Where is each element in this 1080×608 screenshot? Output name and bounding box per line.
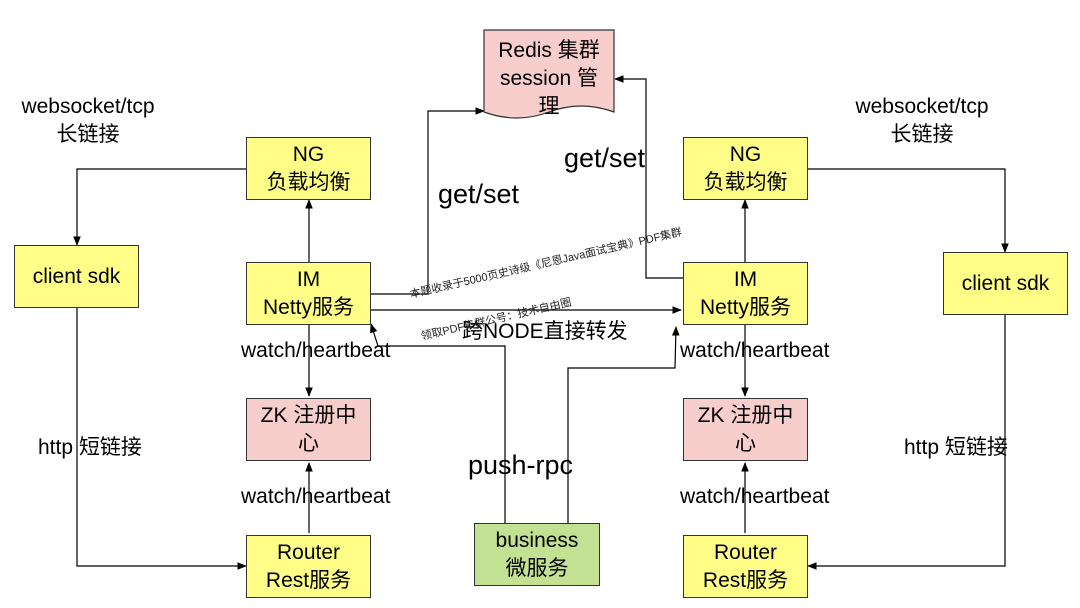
- im-right-node: IM Netty服务: [683, 262, 808, 325]
- getset-right-label: get/set: [564, 143, 646, 173]
- router-right-line2: Rest服务: [702, 568, 789, 592]
- edge-client-right-to-router-right: [807, 315, 1006, 570]
- router-left-node: Router Rest服务: [246, 535, 371, 598]
- router-left-line1: Router: [276, 540, 341, 564]
- redis-line3: 理: [538, 95, 560, 118]
- business-node: business 微服务: [474, 523, 600, 586]
- zk-right-node: ZK 注册中 心: [683, 398, 808, 461]
- http-right-label: http 短链接: [904, 436, 1008, 459]
- edge-business-to-im-left: [369, 323, 506, 523]
- edge-im-left-to-redis: [371, 107, 485, 295]
- ws-right-label: websocket/tcp 长链接: [834, 93, 1010, 149]
- redis-line2: session 管: [499, 67, 599, 90]
- ng-left-node: NG 负载均衡: [246, 137, 371, 200]
- im-right-line1: IM: [733, 267, 758, 291]
- watch-right-top-label: watch/heartbeat: [680, 339, 830, 362]
- watch-right-bottom-label: watch/heartbeat: [680, 485, 830, 508]
- router-left-line2: Rest服务: [265, 568, 352, 592]
- edge-ng-right-to-client-right: [807, 168, 1009, 253]
- edge-business-to-im-right: [567, 326, 680, 523]
- im-right-line2: Netty服务: [699, 295, 791, 319]
- ng-left-line1: NG: [292, 142, 325, 166]
- ng-right-node: NG 负载均衡: [683, 137, 808, 200]
- router-right-line1: Router: [713, 540, 778, 564]
- ng-left-line2: 负载均衡: [266, 170, 351, 194]
- push-rpc-label: push-rpc: [468, 450, 574, 480]
- edge-im-right-to-redis: [614, 75, 683, 279]
- ng-right-line2: 负载均衡: [703, 170, 788, 194]
- redis-shape: [483, 29, 615, 119]
- ws-right-line2: 长链接: [890, 123, 954, 146]
- im-left-line1: IM: [296, 267, 321, 291]
- ws-left-line2: 长链接: [56, 123, 120, 146]
- client-right-line1: client sdk: [961, 271, 1050, 295]
- ng-right-line1: NG: [729, 142, 762, 166]
- redis-line1: Redis 集群: [498, 39, 600, 62]
- ws-right-line1: websocket/tcp: [855, 95, 989, 118]
- im-left-line2: Netty服务: [262, 295, 354, 319]
- http-left-label: http 短链接: [38, 436, 142, 459]
- client-left-line1: client sdk: [32, 264, 121, 288]
- im-left-node: IM Netty服务: [246, 262, 371, 325]
- edge-ng-left-to-client-left: [73, 168, 246, 246]
- ws-left-line1: websocket/tcp: [21, 95, 155, 118]
- getset-left-label: get/set: [438, 179, 520, 209]
- client-sdk-left-node: client sdk: [14, 245, 139, 308]
- zk-left-node: ZK 注册中 心: [246, 398, 371, 461]
- watch-left-bottom-label: watch/heartbeat: [241, 485, 391, 508]
- zk-right-line2: 心: [735, 431, 756, 455]
- zk-right-line1: ZK 注册中: [697, 403, 794, 427]
- cross-node-label: 跨NODE直接转发: [462, 320, 628, 343]
- ws-left-label: websocket/tcp 长链接: [0, 93, 176, 149]
- client-sdk-right-node: client sdk: [943, 252, 1068, 315]
- business-line1: business: [495, 528, 579, 552]
- zk-left-line2: 心: [298, 431, 319, 455]
- edge-client-left-to-router-left: [76, 308, 247, 570]
- redis-node: Redis 集群 session 管 理: [484, 37, 614, 121]
- zk-left-line1: ZK 注册中: [260, 403, 357, 427]
- business-line2: 微服务: [505, 556, 569, 580]
- watch-left-top-label: watch/heartbeat: [241, 339, 391, 362]
- router-right-node: Router Rest服务: [683, 535, 808, 598]
